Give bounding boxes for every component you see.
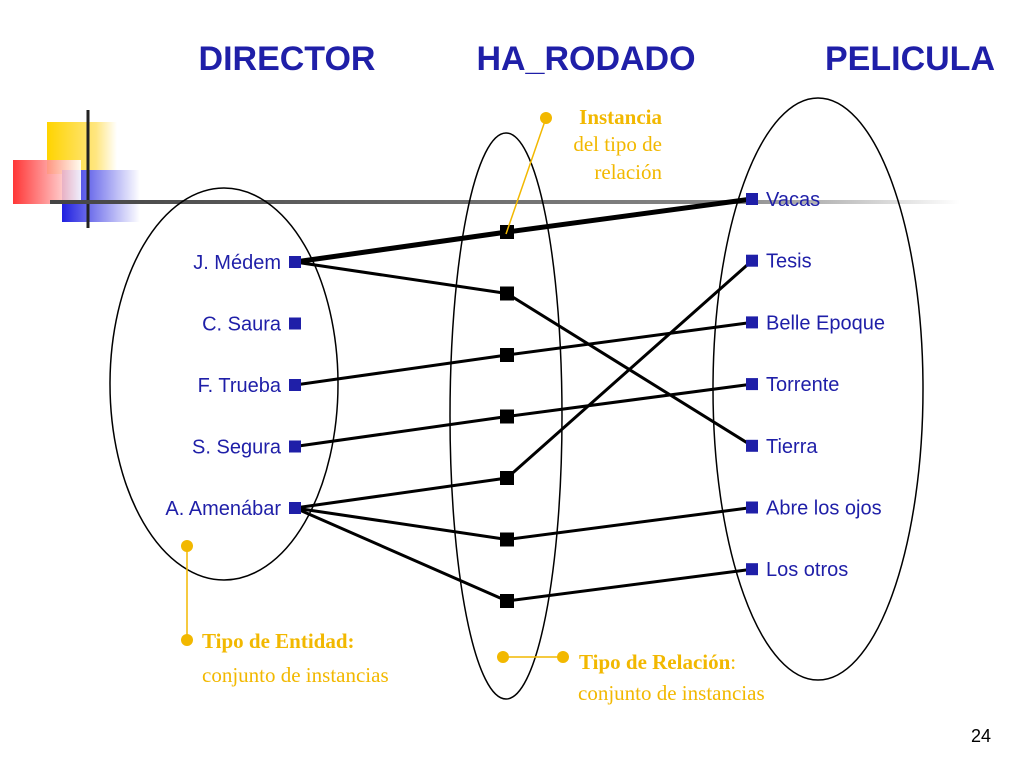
film-label-torrente: Torrente (766, 374, 839, 396)
film-label-vacas: Vacas (766, 189, 820, 211)
decorative-logo (13, 110, 140, 228)
film-label-belle-epoque: Belle Epoque (766, 312, 885, 334)
film-label-tesis: Tesis (766, 251, 812, 273)
relacion-pointer-dot-left (497, 651, 509, 663)
film-label-tierra: Tierra (766, 436, 818, 458)
connection-line-a-amenabar-abre-los-ojos (294, 506, 753, 541)
title-pelicula: PELICULA (825, 40, 995, 78)
film-bullet-torrente (746, 378, 758, 391)
relationship-instance-a-amenabar-tesis (500, 471, 514, 485)
film-label-abre-los-ojos: Abre los ojos (766, 498, 882, 520)
annotation-tipo-relacion: Tipo de Relación: conjunto de instancias (497, 650, 765, 705)
tipo-relacion-label-bold: Tipo de Relación (579, 650, 731, 674)
page-number: 24 (971, 726, 991, 746)
header-rule (50, 200, 960, 204)
instancia-label-line2: relación (594, 160, 662, 184)
connection-line-j-medem-vacas (294, 196, 753, 265)
director-label-s-segura: S. Segura (192, 437, 282, 459)
director-bullet-s-segura (289, 440, 301, 453)
film-bullet-belle-epoque (746, 316, 758, 329)
connection-line-a-amenabar-los-otros (294, 506, 753, 603)
relationship-instance-a-amenabar-abre-los-ojos (500, 532, 514, 547)
tipo-relacion-colon: : (730, 650, 736, 674)
relationship-set-ellipse (449, 132, 563, 700)
instancia-pointer-dot (540, 112, 552, 124)
director-bullet-a-amenabar (289, 502, 301, 514)
film-bullet-tierra (746, 439, 758, 452)
entidad-pointer-dot-top (181, 540, 193, 552)
connection-line-a-amenabar-tesis (294, 259, 753, 510)
annotation-tipo-entidad: Tipo de Entidad: conjunto de instancias (181, 540, 389, 687)
connection-lines (294, 196, 753, 603)
director-label-c-saura: C. Saura (202, 314, 282, 336)
film-bullet-abre-los-ojos (746, 501, 758, 514)
tipo-entidad-label-bold: Tipo de Entidad: (202, 629, 355, 653)
director-labels: J. Médem C. Saura F. Trueba S. Segura A. Ame… (165, 252, 301, 520)
director-bullet-j-medem (289, 256, 301, 268)
tipo-entidad-label-rest: conjunto de instancias (202, 663, 389, 687)
director-bullet-f-trueba (289, 379, 301, 391)
entidad-pointer-dot-bottom (181, 634, 193, 646)
director-set-ellipse (109, 187, 339, 581)
director-label-a-amenabar: A. Amenábar (165, 498, 281, 520)
director-label-f-trueba: F. Trueba (198, 375, 282, 397)
relacion-pointer-dot-right (557, 651, 569, 663)
film-label-los-otros: Los otros (766, 559, 848, 581)
instancia-label-line1: del tipo de (573, 132, 662, 156)
film-bullet-vacas (746, 193, 758, 205)
tipo-relacion-heading: Tipo de Relación: (579, 650, 736, 674)
logo-red-square (13, 160, 81, 204)
relationship-instance-a-amenabar-los-otros (500, 594, 514, 608)
relationship-instance-s-segura-torrente (500, 409, 514, 424)
title-director: DIRECTOR (199, 40, 376, 78)
connection-line-s-segura-torrente (294, 382, 753, 448)
annotation-instancia: Instancia del tipo de relación (505, 105, 662, 235)
film-bullet-tesis (746, 254, 758, 267)
relationship-instance-j-medem-tierra (500, 286, 514, 301)
film-bullet-los-otros (746, 563, 758, 576)
instance-squares (500, 225, 514, 608)
title-ha-rodado: HA_RODADO (476, 40, 695, 78)
instancia-label-bold: Instancia (579, 105, 662, 129)
director-bullet-c-saura (289, 317, 301, 330)
tipo-relacion-label-rest: conjunto de instancias (578, 681, 765, 705)
director-label-j-medem: J. Médem (193, 252, 281, 274)
connection-line-f-trueba-belle-epoque (294, 320, 753, 387)
relationship-instance-f-trueba-belle-epoque (500, 348, 514, 362)
instancia-pointer-line (505, 117, 547, 235)
